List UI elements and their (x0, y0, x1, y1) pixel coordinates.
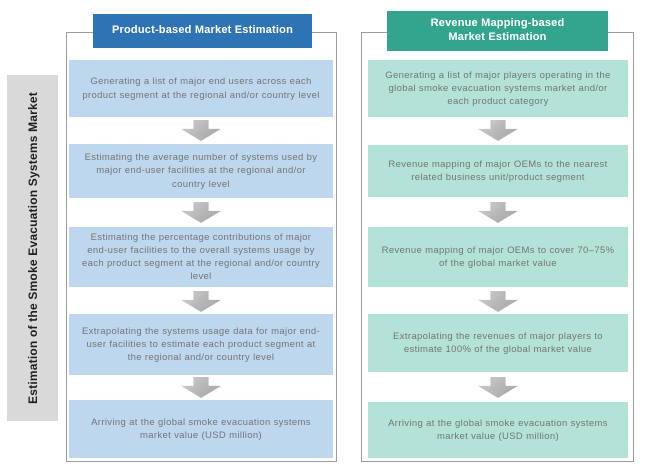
revenue-step-3: Revenue mapping of major OEMs to cover 7… (368, 227, 628, 287)
revenue-step-1: Generating a list of major players opera… (368, 60, 628, 117)
revenue-step-4: Extrapolating the revenues of major play… (368, 314, 628, 372)
vertical-sidebar-label: Estimation of the Smoke Evacuation Syste… (7, 75, 58, 421)
product-step-5: Arriving at the global smoke evacuation … (69, 400, 333, 458)
sidebar-label-text: Estimation of the Smoke Evacuation Syste… (25, 92, 40, 404)
revenue-step-2: Revenue mapping of major OEMs to the nea… (368, 145, 628, 197)
product-column-header: Product-based Market Estimation (93, 14, 312, 48)
revenue-step-5: Arriving at the global smoke evacuation … (368, 402, 628, 458)
product-step-4: Extrapolating the systems usage data for… (69, 314, 333, 375)
revenue-column-header: Revenue Mapping-based Market Estimation (387, 11, 608, 51)
product-step-1: Generating a list of major end users acr… (69, 60, 333, 117)
product-column-header-text: Product-based Market Estimation (111, 24, 293, 37)
product-step-3: Estimating the percentage contributions … (69, 227, 333, 287)
product-step-2: Estimating the average number of systems… (69, 144, 333, 198)
revenue-column-header-text: Revenue Mapping-based Market Estimation (430, 17, 565, 43)
